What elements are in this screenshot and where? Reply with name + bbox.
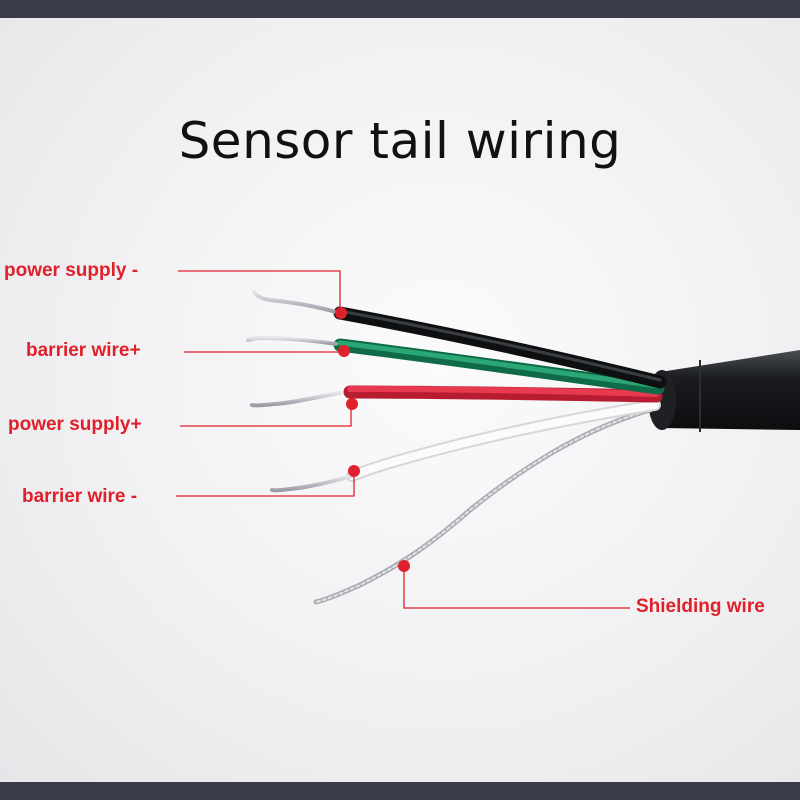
top-border <box>0 0 800 18</box>
label-text: power supply <box>4 260 127 281</box>
leader-lines <box>176 270 630 609</box>
leader-power-minus <box>178 270 341 312</box>
dot-power-plus <box>346 398 358 410</box>
dot-barrier-plus <box>338 345 350 357</box>
label-shielding-wire: Shielding wire <box>636 596 765 617</box>
label-power-supply-minus: power supply - <box>4 260 138 282</box>
cable-jacket <box>648 350 800 432</box>
plus-sign: + <box>129 340 141 361</box>
label-barrier-wire-minus: barrier wire - <box>22 486 137 508</box>
white-wire <box>270 399 661 493</box>
dot-power-minus <box>335 307 347 319</box>
label-text: power supply <box>8 414 131 435</box>
green-wire <box>246 335 665 395</box>
bottom-border <box>0 782 800 800</box>
leader-power-plus <box>180 404 352 427</box>
dot-barrier-minus <box>348 465 360 477</box>
dot-shielding <box>398 560 410 572</box>
label-power-supply-plus: power supply+ <box>8 414 142 436</box>
plus-sign: + <box>130 414 142 435</box>
leader-shielding <box>403 566 630 609</box>
red-wire <box>250 385 663 408</box>
minus-sign: - <box>131 260 139 281</box>
page-title: Sensor tail wiring <box>178 112 622 170</box>
minus-sign: - <box>130 486 138 507</box>
label-barrier-wire-plus: barrier wire+ <box>26 340 141 362</box>
marker-dots <box>335 307 410 572</box>
leader-barrier-minus <box>176 472 355 497</box>
label-text: barrier wire <box>22 486 126 507</box>
black-wire <box>252 290 667 389</box>
label-text: barrier wire <box>26 340 130 361</box>
shield-wire <box>313 407 653 605</box>
